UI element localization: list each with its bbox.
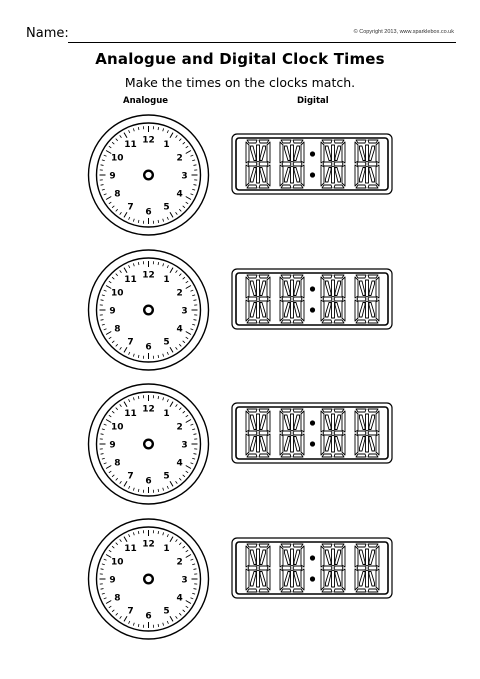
clock-number: 4 <box>177 189 183 199</box>
clock-number: 3 <box>181 440 187 450</box>
clock-number: 7 <box>127 337 133 347</box>
clock-number: 6 <box>145 207 151 217</box>
clock-number: 6 <box>145 342 151 352</box>
clock-number: 5 <box>163 202 169 212</box>
name-field[interactable] <box>68 42 456 43</box>
clock-number: 10 <box>111 557 124 567</box>
clock-number: 4 <box>177 458 183 468</box>
colon-separator <box>309 151 316 178</box>
digit-display[interactable] <box>279 139 305 189</box>
clock-number: 8 <box>114 458 120 468</box>
copyright-text: © Copyright 2013, www.sparklebox.co.uk <box>353 29 454 35</box>
name-label: Name: <box>26 26 69 41</box>
page-subtitle: Make the times on the clocks match. <box>124 75 356 90</box>
clock-number: 5 <box>163 471 169 481</box>
clock-number: 9 <box>109 575 115 585</box>
clock-number: 10 <box>111 288 124 298</box>
digit-display[interactable] <box>245 139 271 189</box>
clock-number: 7 <box>127 471 133 481</box>
digit-display[interactable] <box>320 408 346 458</box>
clock-number: 1 <box>163 140 169 150</box>
digit-display[interactable] <box>320 139 346 189</box>
clock-number: 10 <box>111 153 124 163</box>
clock-number: 11 <box>124 275 137 285</box>
clock-number: 3 <box>181 171 187 181</box>
clock-number: 1 <box>163 275 169 285</box>
clock-number: 4 <box>177 593 183 603</box>
clock-number: 8 <box>114 593 120 603</box>
digital-clock[interactable] <box>231 133 393 195</box>
digit-display[interactable] <box>245 274 271 324</box>
clock-number: 6 <box>145 611 151 621</box>
clock-number: 12 <box>142 270 155 280</box>
clock-number: 4 <box>177 324 183 334</box>
clock-number: 1 <box>163 409 169 419</box>
clock-number: 12 <box>142 404 155 414</box>
clock-number: 12 <box>142 539 155 549</box>
colon-separator <box>309 420 316 447</box>
digit-display[interactable] <box>354 274 380 324</box>
digital-column-label: Digital <box>297 96 329 106</box>
clock-number: 6 <box>145 476 151 486</box>
digital-clock[interactable] <box>231 402 393 464</box>
clock-number: 2 <box>177 557 183 567</box>
digit-display[interactable] <box>279 543 305 593</box>
clock-number: 3 <box>181 306 187 316</box>
clock-number: 11 <box>124 544 137 554</box>
colon-separator <box>309 555 316 582</box>
digit-display[interactable] <box>245 543 271 593</box>
digit-display[interactable] <box>245 408 271 458</box>
digit-display[interactable] <box>354 408 380 458</box>
analogue-column-label: Analogue <box>123 96 169 106</box>
clock-number: 2 <box>177 422 183 432</box>
digit-display[interactable] <box>354 139 380 189</box>
name-header: Name: © Copyright 2013, www.sparklebox.c… <box>22 26 456 44</box>
digit-display[interactable] <box>279 408 305 458</box>
clock-number: 2 <box>177 153 183 163</box>
clock-number: 12 <box>142 135 155 145</box>
clock-number: 5 <box>163 606 169 616</box>
clock-number: 9 <box>109 440 115 450</box>
digit-display[interactable] <box>354 543 380 593</box>
clock-number: 9 <box>109 306 115 316</box>
clock-number: 8 <box>114 189 120 199</box>
clock-number: 7 <box>127 606 133 616</box>
clock-number: 5 <box>163 337 169 347</box>
colon-separator <box>309 286 316 313</box>
clock-number: 11 <box>124 140 137 150</box>
clock-number: 1 <box>163 544 169 554</box>
clock-number: 2 <box>177 288 183 298</box>
clock-number: 9 <box>109 171 115 181</box>
clock-number: 7 <box>127 202 133 212</box>
digital-clock[interactable] <box>231 537 393 599</box>
clock-number: 10 <box>111 422 124 432</box>
digital-clock[interactable] <box>231 268 393 330</box>
clock-number: 8 <box>114 324 120 334</box>
digit-display[interactable] <box>279 274 305 324</box>
digit-display[interactable] <box>320 274 346 324</box>
clock-number: 11 <box>124 409 137 419</box>
page-title: Analogue and Digital Clock Times <box>95 50 385 68</box>
digit-display[interactable] <box>320 543 346 593</box>
clock-number: 3 <box>181 575 187 585</box>
